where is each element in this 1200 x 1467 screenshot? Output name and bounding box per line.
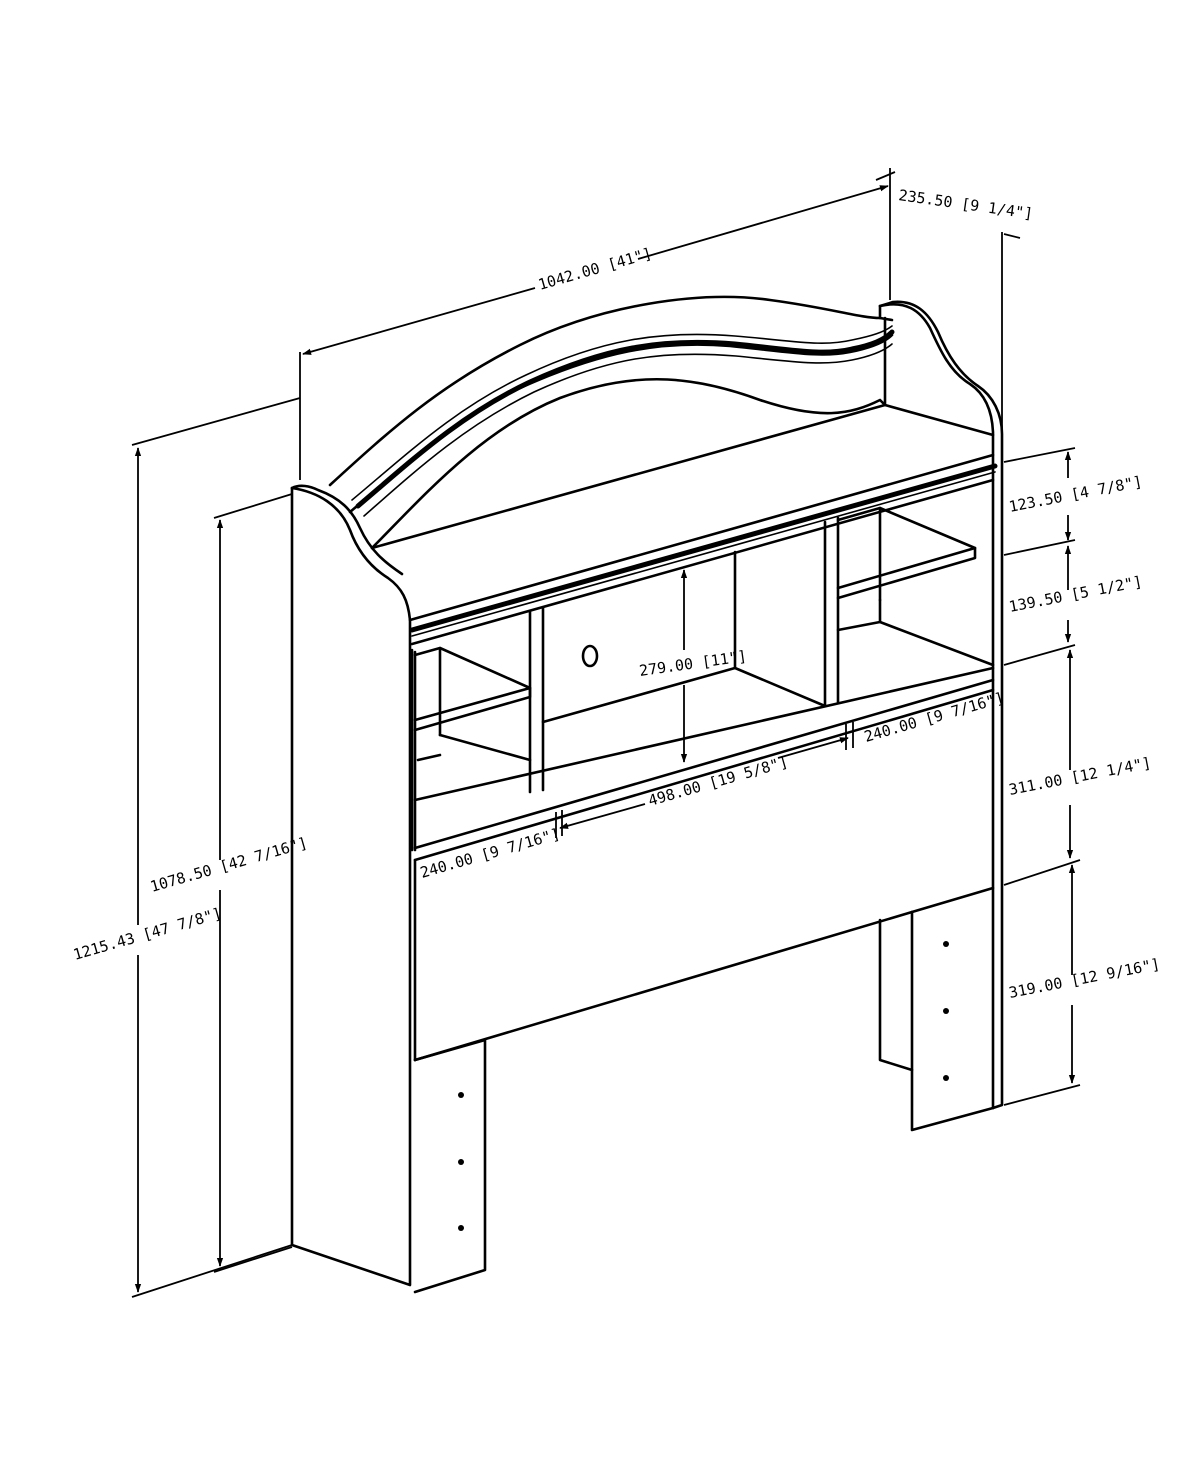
dimension-lines [131, 168, 1081, 1298]
label-middle-shelf: 139.50 [5 1/2"] [1007, 572, 1143, 616]
label-leg-section: 319.00 [12 9/16"] [1007, 955, 1161, 1002]
label-width: 1042.00 [41"] [536, 244, 654, 294]
label-top-shelf: 123.50 [4 7/8"] [1007, 472, 1143, 516]
screw-holes [458, 941, 949, 1231]
label-lower-section: 311.00 [12 1/4"] [1007, 754, 1152, 799]
knob-icon [581, 644, 599, 668]
label-overall-height: 1215.43 [47 7/8"] [71, 904, 224, 964]
dimension-labels: 1042.00 [41"] 235.50 [9 1/4"] 1215.43 [4… [71, 186, 1161, 1002]
label-center-width: 498.00 [19 5/8"] [646, 753, 790, 810]
headboard-outline [290, 295, 1004, 1294]
label-center-height: 279.00 [11"] [638, 647, 748, 680]
label-side-height: 1078.50 [42 7/16"] [148, 834, 309, 896]
label-depth: 235.50 [9 1/4"] [897, 186, 1034, 223]
